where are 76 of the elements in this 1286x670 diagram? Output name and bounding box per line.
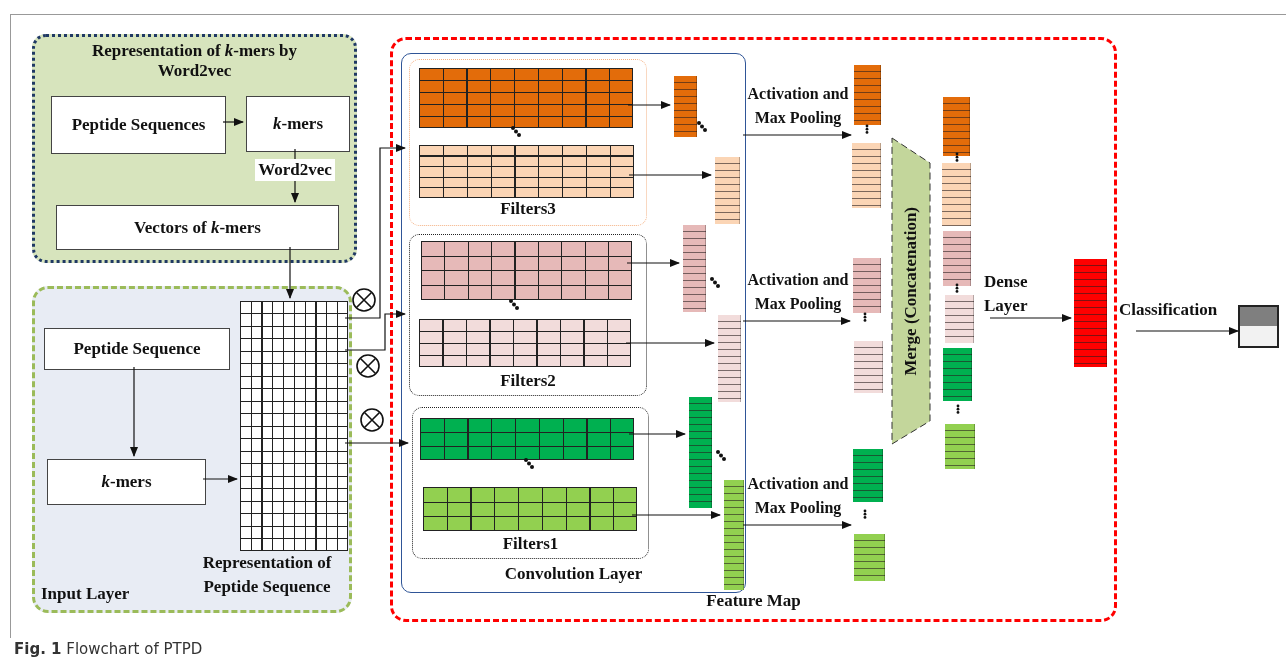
feature-vector — [689, 397, 712, 508]
process-box — [56, 205, 339, 250]
arrow — [627, 101, 671, 109]
filter-matrix — [419, 319, 631, 367]
merge-label: Merge (Concatenation) — [901, 206, 921, 376]
arrow — [989, 314, 1072, 322]
filter-matrix — [420, 418, 634, 460]
filter-matrix — [423, 487, 637, 531]
filter-matrix — [419, 145, 634, 198]
box-label: Peptide Sequences — [71, 115, 206, 135]
edge-label: Classification — [1119, 299, 1219, 321]
matrix-caption: Representation of Peptide Sequence — [201, 552, 333, 598]
edge-label: Dense Layer — [984, 271, 1029, 317]
feature-vector — [945, 295, 974, 343]
filter-matrix — [421, 241, 632, 300]
feature-vector — [853, 258, 881, 313]
feature-map-panel — [390, 37, 1117, 622]
edge-label: Activation and Max Pooling — [746, 84, 850, 129]
feature-vector — [943, 231, 971, 286]
feature-vector — [854, 341, 883, 393]
feature-vector — [852, 143, 881, 208]
box-label: Peptide Sequence — [73, 339, 201, 359]
arrow — [742, 521, 852, 529]
box-label: Vectors of k-mers — [134, 217, 261, 238]
feature-vector — [853, 449, 883, 502]
feature-vector — [674, 76, 697, 137]
edge-label: Word2vec — [255, 159, 335, 181]
edge-label: Activation and Max Pooling — [746, 474, 850, 519]
feature-vector — [715, 157, 740, 224]
figure-caption: Fig. 1 Flowchart of PTPD — [14, 640, 203, 658]
process-box — [51, 96, 226, 154]
arrow — [628, 171, 712, 179]
process-box — [44, 328, 230, 370]
merge-trapezoid — [892, 138, 930, 444]
process-box — [47, 459, 206, 505]
box-label: k-mers — [101, 472, 152, 492]
arrow — [286, 246, 294, 299]
arrow — [344, 439, 409, 447]
layer-panel — [401, 53, 746, 593]
arrow — [202, 475, 238, 483]
panel-title: Filters2 — [500, 370, 556, 391]
feature-vector — [854, 65, 881, 125]
feature-vector — [718, 315, 741, 402]
feature-vector — [943, 97, 970, 156]
arrow — [742, 317, 851, 325]
edge-label: Activation and Max Pooling — [746, 270, 850, 315]
panel-title: Filters3 — [500, 198, 556, 219]
arrow — [625, 339, 715, 347]
feature-vector — [854, 534, 885, 581]
output-box — [1238, 305, 1279, 348]
arrow — [631, 511, 721, 519]
panel-title: Feature Map — [706, 590, 801, 611]
arrow — [130, 366, 138, 457]
arrow — [344, 310, 406, 351]
feature-vector — [942, 163, 971, 226]
embedding-matrix — [240, 301, 348, 551]
box-label: k-mers — [273, 114, 323, 134]
filter-matrix — [419, 68, 633, 128]
panel-title: Filters1 — [502, 533, 559, 554]
panel-title: Input Layer — [41, 583, 130, 604]
arrow — [742, 131, 852, 139]
layer-panel — [32, 286, 352, 613]
feature-vector — [683, 225, 706, 312]
process-box — [246, 96, 350, 152]
module-panel — [32, 34, 357, 263]
arrow — [1135, 327, 1239, 335]
feature-vector — [1074, 259, 1107, 367]
feature-vector — [945, 424, 975, 469]
arrow — [628, 430, 686, 438]
arrow — [344, 144, 406, 319]
feature-vector — [724, 480, 744, 590]
arrow — [626, 259, 680, 267]
feature-vector — [943, 348, 972, 401]
panel-title: Convolution Layer — [504, 563, 643, 584]
panel-title: Representation of k-mers by Word2vec — [90, 41, 299, 82]
arrow — [222, 118, 244, 126]
